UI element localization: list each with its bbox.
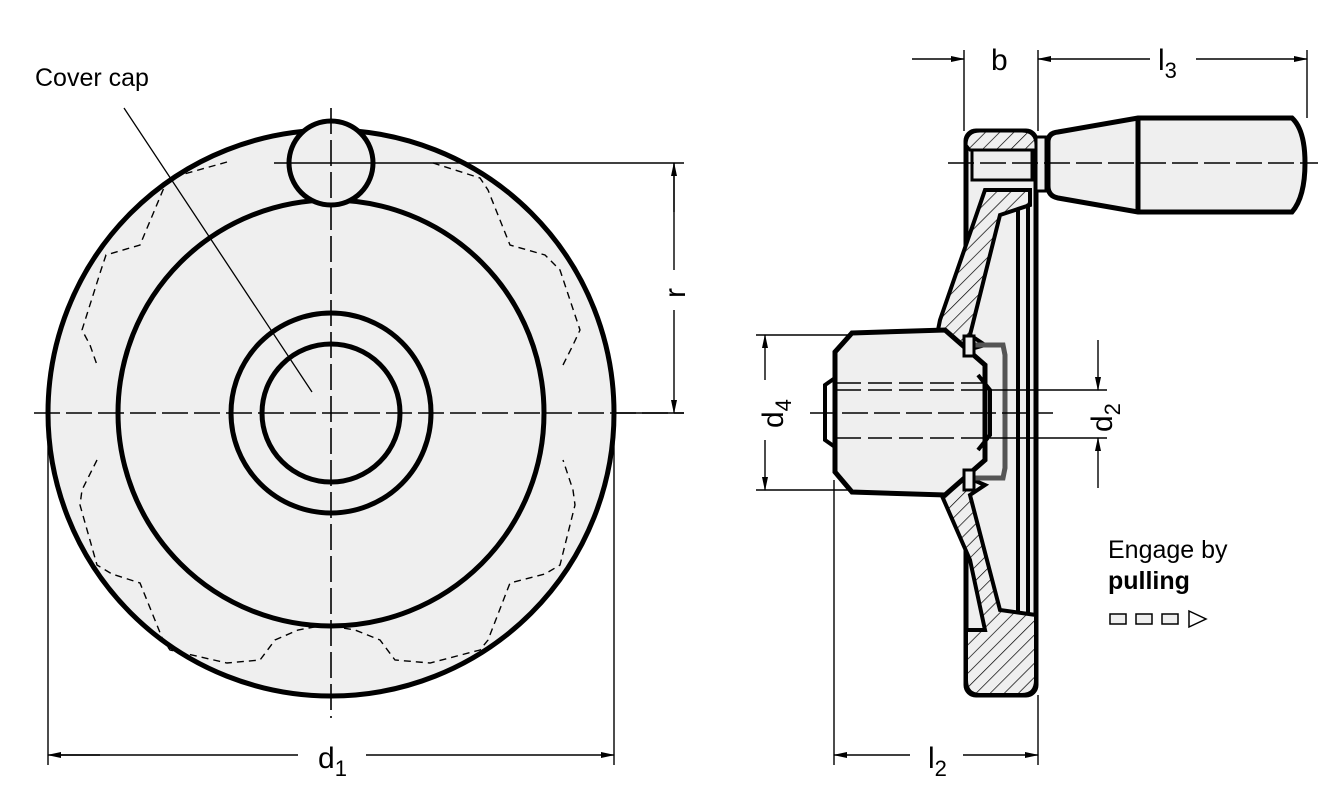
front-view (34, 107, 684, 718)
engage-arrow-icon (1109, 609, 1208, 629)
b-label: b (991, 44, 1008, 77)
cover-cap-leader (123, 107, 313, 393)
engage-label-line1: Engage by (1108, 536, 1228, 564)
d2-label: d2 (1086, 403, 1125, 432)
cover-cap-label: Cover cap (35, 64, 149, 92)
revolving-handle (1045, 115, 1308, 215)
dimension-r: r (614, 162, 692, 414)
r-label: r (659, 288, 692, 298)
dimension-b-l3: b l3 (912, 44, 1308, 131)
l2-label: l2 (928, 742, 947, 781)
dimension-l2: l2 (833, 480, 1039, 781)
handle-bore (970, 148, 1034, 182)
dimension-d1: d1 (47, 420, 615, 781)
engage-label-line2: pulling (1108, 567, 1190, 595)
l3-label: l3 (1158, 44, 1177, 83)
rim-section-top (964, 129, 1038, 152)
side-view (810, 115, 1318, 698)
dimension-d2: d2 (990, 340, 1125, 488)
spoke-section-lower (932, 467, 1038, 697)
d1-label: d1 (318, 742, 347, 781)
dimension-d4: d4 (756, 334, 850, 491)
cover-cap-section (966, 342, 1008, 481)
d4-label: d4 (757, 399, 796, 428)
